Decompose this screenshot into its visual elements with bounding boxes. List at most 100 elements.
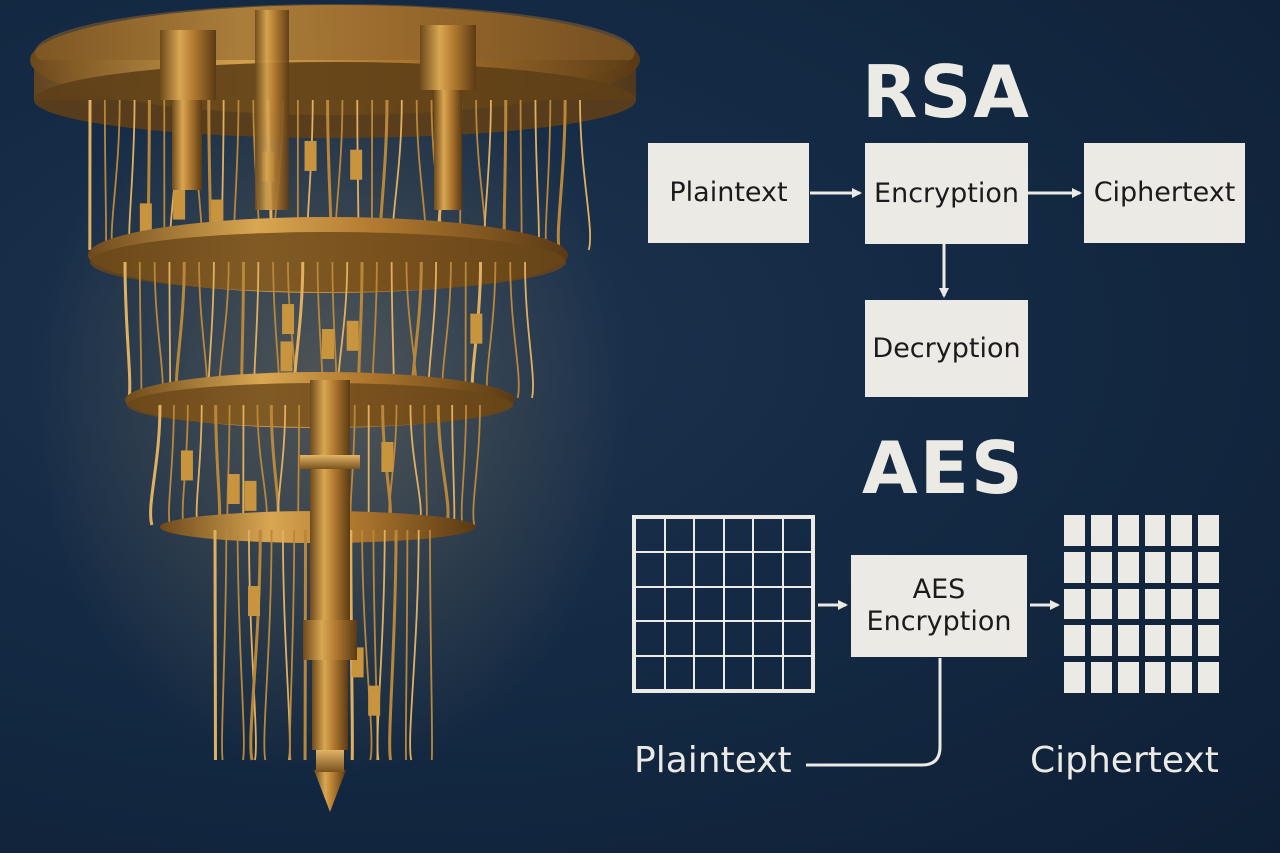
wire: [303, 529, 308, 761]
grid-cell: [753, 518, 783, 553]
grid-cell: [1144, 588, 1166, 620]
grid-cell: [1117, 625, 1139, 657]
grid-cell: [1198, 662, 1219, 693]
grid-cell: [1090, 515, 1112, 546]
grid-cell: [1117, 662, 1139, 693]
coil-component: [322, 328, 335, 359]
grid-cell: [1117, 515, 1139, 546]
quantum-computer-illustration: [30, 4, 640, 812]
grid-cell: [1171, 588, 1193, 620]
coil-component: [227, 474, 240, 505]
grid-cell: [782, 655, 812, 690]
grid-cell: [1198, 551, 1219, 583]
grid-cell: [723, 552, 753, 587]
grid-cell: [1090, 625, 1112, 657]
wire: [556, 99, 567, 251]
rsa-plaintext-box: Plaintext: [648, 143, 809, 243]
grid-cell: [694, 586, 724, 622]
grid-cell: [723, 655, 753, 690]
wire: [472, 404, 481, 526]
coil-component: [304, 140, 317, 171]
aes-encryption-label-line2: Encryption: [866, 606, 1012, 637]
grid-cell: [1064, 625, 1085, 657]
grid-cell: [1198, 515, 1219, 546]
rsa-ciphertext-box: Ciphertext: [1084, 143, 1245, 243]
wire: [509, 261, 520, 399]
grid-cell: [694, 655, 724, 690]
coil-component: [350, 149, 363, 180]
wire: [249, 529, 262, 761]
rsa-arrows: [810, 188, 1082, 298]
grid-cell: [1171, 551, 1193, 583]
grid-cell: [664, 552, 694, 587]
grid-cell: [1064, 662, 1085, 693]
coil-component: [173, 189, 186, 220]
grid-cell: [782, 552, 812, 587]
connector-plaintext-to-aes: [806, 658, 942, 767]
coil-component: [248, 586, 261, 617]
aes-heading: AES: [862, 426, 1025, 510]
grid-cell: [664, 586, 694, 622]
grid-cell: [664, 518, 694, 553]
grid-cell: [782, 518, 812, 553]
grid-cell: [1171, 515, 1193, 546]
grid-cell: [694, 552, 724, 587]
wire: [460, 404, 467, 526]
aes-encryption-label-line1: AES: [912, 574, 966, 605]
aes-encryption-box: AES Encryption: [851, 555, 1027, 657]
coil-component: [381, 441, 394, 472]
aes-ciphertext-grid: [1064, 515, 1219, 693]
grid-cell: [1090, 551, 1112, 583]
wire: [404, 529, 409, 761]
wire: [213, 529, 218, 761]
grid-cell: [1090, 588, 1112, 620]
aes-ciphertext-label: Ciphertext: [1030, 740, 1219, 781]
grid-cell: [753, 586, 783, 622]
grid-cell: [782, 621, 812, 656]
wire: [123, 261, 132, 399]
grid-cell: [694, 518, 724, 553]
rsa-encryption-box: Encryption: [865, 143, 1028, 244]
wire: [149, 404, 162, 526]
grid-cell: [1144, 515, 1166, 546]
wire: [221, 529, 228, 761]
grid-cell: [723, 621, 753, 656]
aes-plaintext-grid: [632, 515, 815, 693]
grid-cell: [1171, 662, 1193, 693]
grid-cell: [694, 621, 724, 656]
grid-cell: [1064, 515, 1085, 546]
rsa-heading: RSA: [862, 50, 1032, 134]
grid-cell: [664, 655, 694, 690]
rsa-plaintext-label: Plaintext: [669, 177, 788, 208]
wire: [409, 529, 420, 761]
grid-cell: [1198, 588, 1219, 620]
wire: [502, 99, 508, 251]
rsa-decryption-box: Decryption: [865, 300, 1028, 397]
wire: [451, 404, 456, 526]
grid-cell: [635, 518, 665, 553]
wire: [429, 529, 433, 761]
aes-arrows: [806, 600, 1060, 767]
grid-cell: [635, 655, 665, 690]
coil-component: [280, 341, 293, 372]
wire: [436, 404, 450, 526]
wire: [297, 404, 301, 526]
wire: [388, 529, 398, 761]
grid-cell: [723, 586, 753, 622]
grid-cell: [1144, 551, 1166, 583]
wire: [168, 261, 172, 399]
grid-cell: [635, 586, 665, 622]
wire: [289, 529, 296, 761]
coil-component: [139, 203, 152, 234]
wire: [376, 529, 386, 761]
wire: [349, 529, 354, 761]
grid-cell: [782, 586, 812, 622]
coil-component: [470, 313, 483, 344]
wire: [579, 99, 592, 251]
grid-cell: [723, 518, 753, 553]
grid-cell: [1144, 662, 1166, 693]
rsa-decryption-label: Decryption: [872, 332, 1021, 364]
coil-component: [346, 320, 359, 351]
wire: [168, 404, 175, 526]
